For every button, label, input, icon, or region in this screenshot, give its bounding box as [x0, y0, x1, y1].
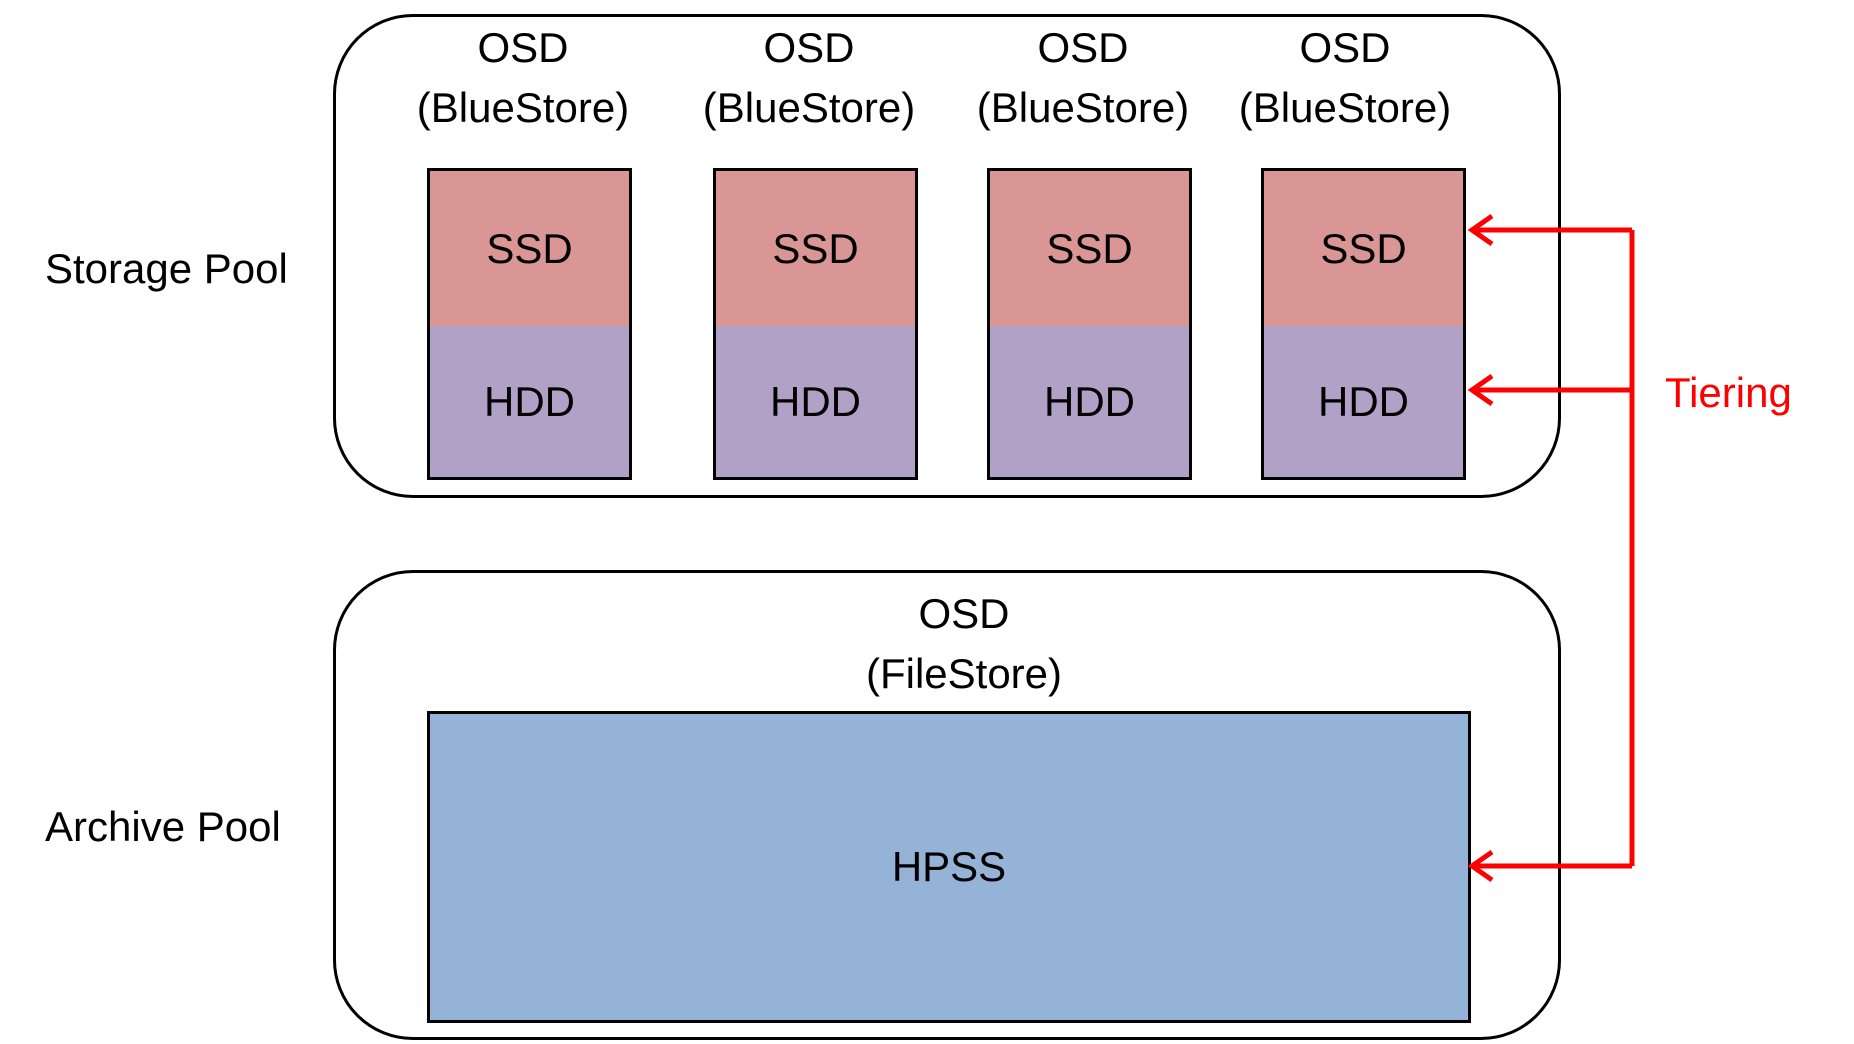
ssd-block: SSD	[1264, 171, 1463, 326]
ssd-block: SSD	[430, 171, 629, 326]
arrowhead-ssd-icon	[1467, 213, 1494, 247]
osd-stack-1: SSD HDD	[427, 168, 632, 480]
osd-stack-2: SSD HDD	[713, 168, 918, 480]
osd-stack-4: SSD HDD	[1261, 168, 1466, 480]
osd-title: OSD	[1037, 24, 1129, 71]
hpss-block: HPSS	[427, 711, 1471, 1023]
hdd-block: HDD	[1264, 326, 1463, 477]
osd-stack-3: SSD HDD	[987, 168, 1192, 480]
osd-type: (BlueStore)	[416, 84, 630, 131]
osd-title: OSD	[918, 590, 1010, 637]
hdd-block: HDD	[716, 326, 915, 477]
osd-type: (BlueStore)	[1238, 84, 1452, 131]
archive-osd-label: OSD (FileStore)	[849, 584, 1079, 704]
archive-pool-label: Archive Pool	[45, 803, 281, 850]
hdd-block: HDD	[430, 326, 629, 477]
osd-type: (BlueStore)	[976, 84, 1190, 131]
osd-title: OSD	[477, 24, 569, 71]
ssd-block: SSD	[716, 171, 915, 326]
arrowhead-hdd-icon	[1467, 373, 1494, 407]
arrowhead-hpss-icon	[1467, 849, 1494, 883]
osd-title: OSD	[763, 24, 855, 71]
osd-label-4: OSD (BlueStore)	[1235, 18, 1455, 138]
osd-type: (BlueStore)	[702, 84, 916, 131]
tiering-label: Tiering	[1665, 369, 1792, 416]
osd-type: (FileStore)	[865, 650, 1063, 697]
ssd-block: SSD	[990, 171, 1189, 326]
osd-label-1: OSD (BlueStore)	[413, 18, 633, 138]
storage-pool-label: Storage Pool	[45, 245, 288, 292]
osd-label-3: OSD (BlueStore)	[973, 18, 1193, 138]
hdd-block: HDD	[990, 326, 1189, 477]
osd-label-2: OSD (BlueStore)	[699, 18, 919, 138]
osd-title: OSD	[1299, 24, 1391, 71]
